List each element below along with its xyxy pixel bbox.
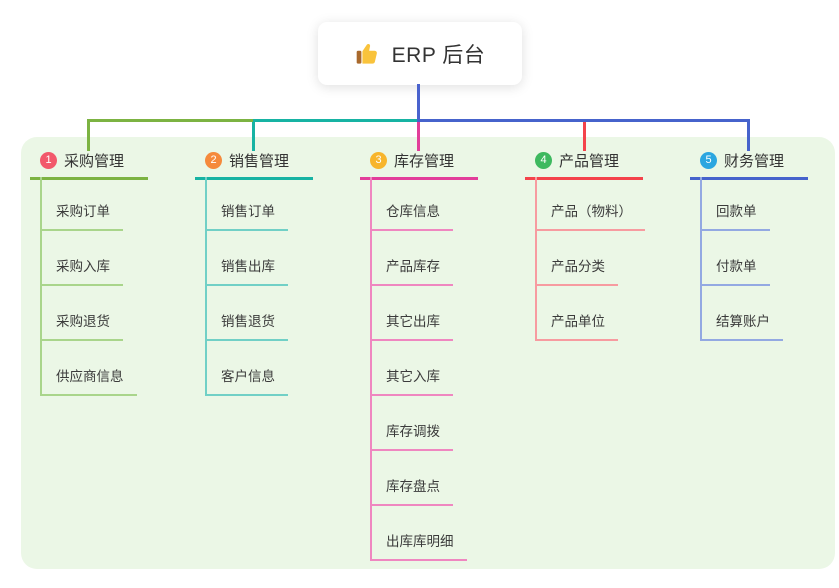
child-node[interactable]: 采购退货: [40, 313, 123, 341]
root-node-label: ERP 后台: [391, 43, 486, 67]
branch-drop-line-1: [87, 122, 90, 151]
child-node[interactable]: 库存盘点: [370, 478, 453, 506]
branch-title-product[interactable]: 4 产品管理: [525, 150, 643, 180]
root-node-erp[interactable]: ERP 后台: [318, 22, 522, 85]
branch-badge-1: 1: [40, 152, 57, 169]
child-node[interactable]: 供应商信息: [40, 368, 137, 396]
child-node[interactable]: 付款单: [700, 258, 770, 286]
branch-drop-line-4: [583, 122, 586, 151]
child-node[interactable]: 产品单位: [535, 313, 618, 341]
bus-segment-2: [253, 119, 417, 122]
child-node[interactable]: 其它入库: [370, 368, 453, 396]
child-node[interactable]: 采购订单: [40, 203, 123, 231]
branch-drop-line-2: [252, 122, 255, 151]
child-node[interactable]: 产品库存: [370, 258, 453, 286]
child-node[interactable]: 回款单: [700, 203, 770, 231]
child-node[interactable]: 客户信息: [205, 368, 288, 396]
child-node[interactable]: 库存调拨: [370, 423, 453, 451]
branch-badge-5: 5: [700, 152, 717, 169]
branch-drop-line-5: [747, 122, 750, 151]
child-node[interactable]: 出库库明细: [370, 533, 467, 561]
child-node[interactable]: 产品（物料）: [535, 203, 645, 231]
child-node[interactable]: 其它出库: [370, 313, 453, 341]
branch-title-sales[interactable]: 2 销售管理: [195, 150, 313, 180]
branch-title-procurement[interactable]: 1 采购管理: [30, 150, 148, 180]
child-node[interactable]: 销售出库: [205, 258, 288, 286]
branch-drop-line-3: [417, 122, 420, 151]
branch-badge-4: 4: [535, 152, 552, 169]
child-node[interactable]: 采购入库: [40, 258, 123, 286]
branch-spine-1: [40, 177, 42, 396]
branch-badge-2: 2: [205, 152, 222, 169]
bus-segment-3: [417, 119, 750, 122]
child-node[interactable]: 产品分类: [535, 258, 618, 286]
branch-spine-2: [205, 177, 207, 396]
bus-segment-1: [87, 119, 253, 122]
branch-spine-4: [535, 177, 537, 341]
branch-title-finance[interactable]: 5 财务管理: [690, 150, 808, 180]
child-node[interactable]: 仓库信息: [370, 203, 453, 231]
branch-title-inventory[interactable]: 3 库存管理: [360, 150, 478, 180]
child-node[interactable]: 结算账户: [700, 313, 783, 341]
root-connector-line: [417, 84, 420, 122]
branch-spine-3: [370, 177, 372, 561]
mindmap-background-panel: [21, 137, 835, 569]
child-node[interactable]: 销售退货: [205, 313, 288, 341]
branch-badge-3: 3: [370, 152, 387, 169]
thumbs-up-icon: [355, 40, 382, 67]
branch-spine-5: [700, 177, 702, 341]
child-node[interactable]: 销售订单: [205, 203, 288, 231]
